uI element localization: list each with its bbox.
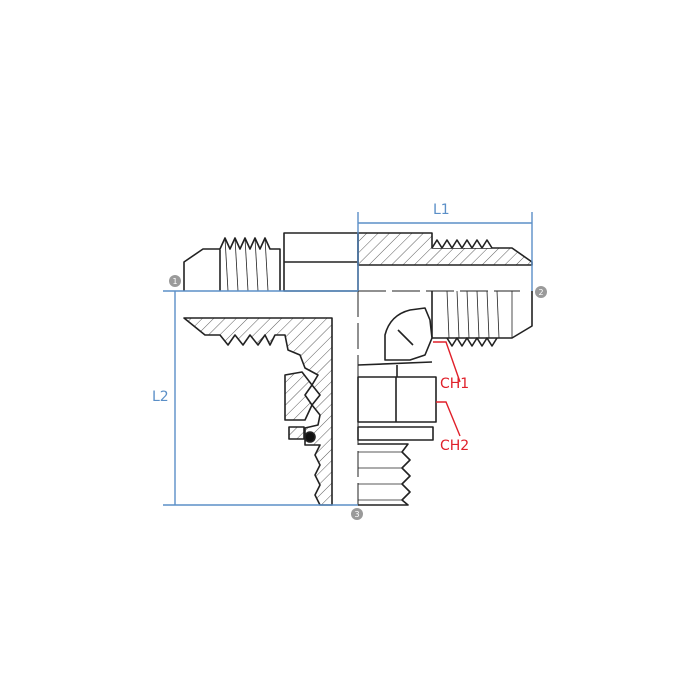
ch2-label: CH2 <box>440 438 470 454</box>
l1-label: L1 <box>433 202 450 218</box>
left-flare-end <box>183 248 221 291</box>
left-thread <box>219 237 281 291</box>
lower-hex <box>357 376 437 423</box>
o-ring <box>304 431 316 443</box>
ch1-leader <box>433 341 461 383</box>
port-3-marker <box>351 508 363 520</box>
ch2-leader <box>436 401 461 437</box>
port-1-marker <box>169 275 181 287</box>
sealing-washer <box>357 426 434 441</box>
elbow-outline <box>384 307 433 361</box>
lower-thread <box>358 443 411 506</box>
port-1-label: 1 <box>172 277 177 286</box>
port-2-marker <box>535 286 547 298</box>
backup-washer <box>288 426 305 440</box>
right-body-section <box>357 232 533 266</box>
ch1-label: CH1 <box>440 376 470 392</box>
lock-nut <box>284 371 313 421</box>
port-3-label: 3 <box>354 510 359 519</box>
port-2-label: 2 <box>538 288 543 297</box>
l2-label: L2 <box>152 389 169 405</box>
